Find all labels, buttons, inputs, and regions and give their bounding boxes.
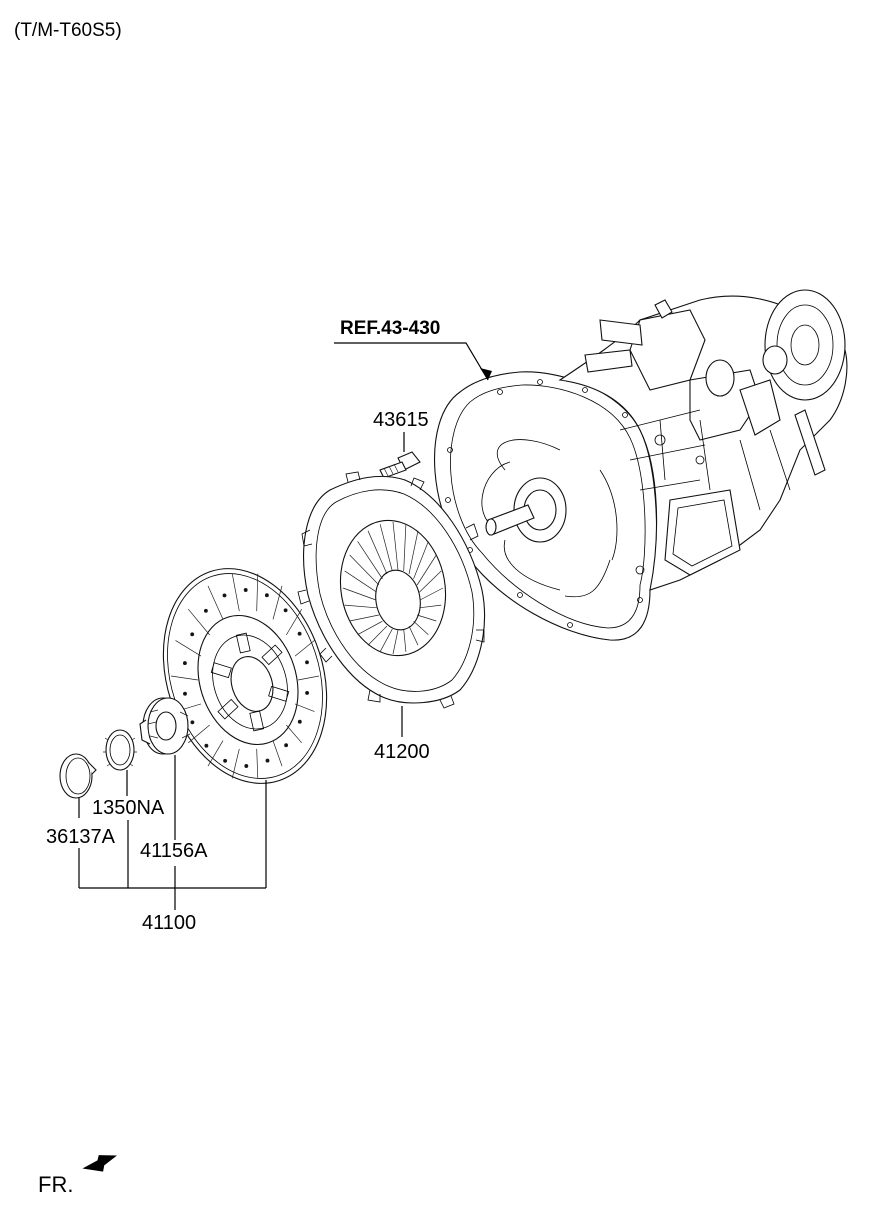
spring-finger: [408, 625, 419, 646]
damper-spring: [261, 644, 283, 666]
model-header: (T/M-T60S5): [14, 20, 122, 41]
spring-finger: [419, 570, 442, 593]
disc-segment-line: [285, 609, 303, 636]
disc-rivet: [190, 632, 195, 637]
disc-rivet: [305, 660, 309, 665]
disc-segment-line: [272, 585, 283, 620]
damper-spring: [268, 685, 290, 702]
assembly-bracket: [78, 780, 267, 910]
spring-finger: [344, 570, 377, 593]
hub-part-number: 41156A: [140, 840, 208, 862]
clutch-disc-part[interactable]: [137, 547, 353, 804]
front-orientation-label: FR.: [38, 1172, 73, 1197]
disc-segment-line: [207, 740, 224, 767]
clutch-cover-part-number: 41200: [374, 741, 430, 763]
retainer-part-number: 36137A: [46, 826, 116, 848]
spring-finger: [349, 614, 379, 622]
bolt-part[interactable]: [379, 451, 421, 479]
disc-rivet: [244, 764, 249, 768]
hub-part[interactable]: [139, 697, 191, 755]
retainer-ring-part[interactable]: [59, 753, 97, 799]
spring-finger: [392, 629, 399, 655]
spring-finger: [403, 524, 407, 572]
transmission-housing[interactable]: [434, 289, 848, 641]
disc-rivet: [203, 608, 208, 613]
disc-assembly-part-number: 41100: [142, 912, 196, 934]
disc-rivet: [182, 661, 187, 666]
spring-finger: [413, 620, 429, 635]
disc-rivet: [265, 758, 270, 763]
spring-finger: [419, 587, 444, 601]
spring-finger: [403, 628, 407, 652]
ref-label: REF.43-430: [340, 318, 440, 339]
disc-segment-line: [294, 640, 315, 657]
spring-finger: [416, 554, 437, 586]
disc-segment-line: [286, 724, 302, 744]
spring-finger: [357, 541, 383, 579]
spring-finger: [379, 524, 393, 572]
disc-segment-line: [170, 675, 199, 681]
disc-rivet: [223, 758, 228, 763]
disc-segment-line: [256, 573, 259, 612]
disc-rivet: [243, 588, 248, 592]
disc-rivet: [183, 691, 187, 696]
spring-finger: [367, 625, 388, 646]
spring-finger: [357, 620, 383, 636]
spring-finger: [413, 541, 429, 579]
disc-segment-line: [231, 748, 240, 779]
disc-segment-line: [188, 724, 210, 744]
spring-finger: [408, 530, 419, 575]
disc-segment-line: [231, 573, 240, 612]
disc-rivet: [264, 593, 269, 598]
disc-segment-line: [294, 703, 315, 712]
disc-rivet: [190, 720, 195, 725]
spring-finger: [367, 530, 388, 575]
snap-ring-part[interactable]: [103, 729, 137, 771]
spring-finger: [349, 554, 380, 586]
spring-finger: [344, 604, 377, 609]
disc-rivet: [222, 593, 227, 598]
disc-rivet: [297, 719, 302, 724]
disc-segment-line: [297, 675, 320, 681]
disc-rivet: [283, 608, 288, 613]
spring-finger: [379, 628, 393, 652]
spring-finger: [392, 521, 399, 571]
front-arrow-icon: [82, 1155, 117, 1172]
disc-rivet: [305, 690, 310, 695]
damper-spring: [217, 698, 239, 720]
damper-spring: [210, 662, 232, 679]
disc-segment-line: [188, 608, 210, 636]
disc-rivet: [284, 743, 289, 748]
spring-finger: [416, 614, 437, 622]
ref-leader-line: [334, 342, 489, 381]
ref-arrowhead: [480, 368, 492, 380]
disc-segment-line: [272, 740, 283, 767]
bolt-part-number: 43615: [373, 409, 429, 431]
snap-ring-part-number: 1350NA: [92, 797, 165, 819]
disc-segment-line: [207, 585, 224, 620]
damper-spring: [249, 710, 265, 732]
disc-segment-line: [175, 640, 202, 657]
disc-rivet: [204, 743, 209, 748]
clutch-cover-part[interactable]: [297, 471, 486, 709]
disc-rivet: [297, 631, 302, 636]
spring-finger: [419, 604, 442, 609]
disc-segment-line: [256, 748, 259, 779]
damper-spring: [235, 632, 251, 654]
spring-finger: [342, 587, 377, 601]
